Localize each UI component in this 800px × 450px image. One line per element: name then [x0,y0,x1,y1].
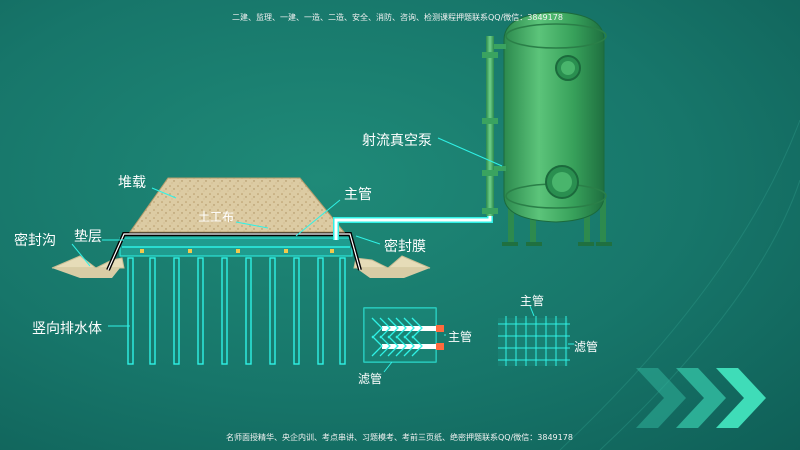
label-seal-membrane: 密封膜 [384,239,426,255]
detail-main-filter-pipe [363,307,446,373]
chevron-right-icon [636,368,686,428]
jet-vacuum-pump [482,11,612,246]
header-watermark: 二建、监理、一建、一造、二造、安全、消防、咨询、检测课程押题联系QQ/微信：38… [232,13,563,22]
leader-lines [71,137,503,327]
detail-grid-pipes [498,305,574,366]
label-surcharge: 堆载 [118,175,146,191]
label-main-pipe-right: 主管 [520,294,545,308]
label-filter-pipe-mid: 滤管 [358,372,383,386]
main-pipe [333,214,493,240]
chevron-right-icon [716,368,766,428]
chevron-group [636,368,766,428]
ground [51,255,431,278]
seal-membrane [106,232,362,271]
surcharge-mound [129,177,346,233]
label-seal-ditch: 密封沟 [14,233,56,249]
chevron-right-icon [676,368,726,428]
label-vertical-drain: 竖向排水体 [32,321,102,337]
footer-watermark: 名师面授精华、央企内训、考点串讲、习题模考、考前三页纸、绝密押题联系QQ/微信：… [226,433,573,442]
label-filter-pipe-right: 滤管 [574,340,599,354]
label-geotextile: 土工布 [198,210,235,224]
cushion-layer [119,237,353,257]
label-jet-pump: 射流真空泵 [362,133,432,149]
label-main-pipe-mid: 主管 [448,330,473,344]
background-arcs [559,119,800,450]
vertical-drains [127,257,346,365]
label-main-pipe-top: 主管 [344,187,372,203]
label-cushion: 垫层 [74,229,102,245]
